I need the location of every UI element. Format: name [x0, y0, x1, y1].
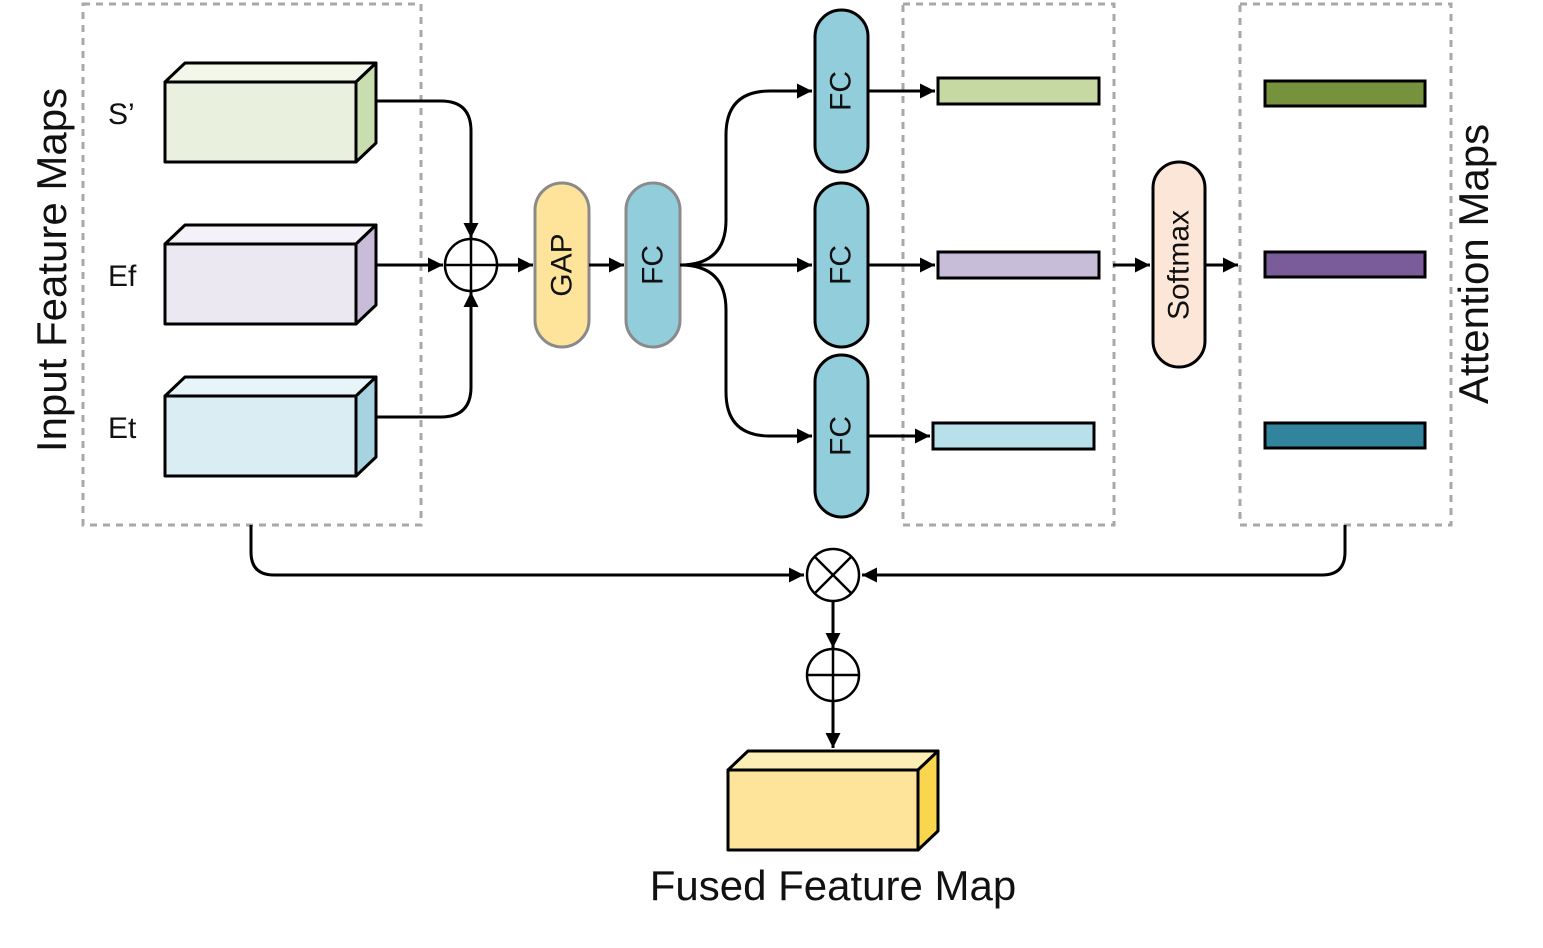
- edge-fc-to-branch-3: [679, 263, 812, 444]
- product-operator: [805, 547, 861, 603]
- fused-feature-map-label: Fused Feature Map: [650, 862, 1017, 909]
- cube-top: [163, 223, 378, 246]
- cube-front: [726, 768, 920, 852]
- label-et: Et: [108, 412, 137, 445]
- edge-fc-to-branch-1: [679, 83, 812, 267]
- input-cube-s-prime: [163, 61, 378, 164]
- input-cube-et: [163, 375, 378, 478]
- attention-maps-title: Attention Maps: [1450, 124, 1497, 404]
- branch-vector-2: [936, 250, 1101, 280]
- branch-vector-1: [936, 76, 1101, 106]
- input-feature-maps-title: Input Feature Maps: [28, 88, 75, 452]
- edge-s-to-sum: [376, 99, 479, 238]
- softmax-label: Softmax: [1163, 210, 1196, 320]
- cube-top: [163, 375, 378, 398]
- input-cube-ef: [163, 223, 378, 326]
- fc-shared-label: FC: [637, 245, 670, 285]
- edge-et-to-sum: [376, 292, 479, 419]
- cube-side: [354, 375, 378, 478]
- fc-branch-1-label: FC: [825, 71, 858, 111]
- cube-top: [163, 61, 378, 84]
- cube-side: [354, 61, 378, 164]
- attention-bar-2: [1263, 250, 1427, 279]
- fc-branch-3-label: FC: [825, 416, 858, 456]
- label-s-prime: S’: [108, 98, 135, 131]
- cube-side: [916, 749, 940, 852]
- attention-bar-1: [1263, 79, 1427, 108]
- cube-top: [726, 749, 940, 772]
- output-cube: [726, 749, 940, 852]
- edge-attention-to-product: [862, 525, 1347, 583]
- gap-label: GAP: [546, 233, 579, 296]
- residual-sum-operator: [805, 647, 861, 703]
- fc-branch-2-label: FC: [825, 245, 858, 285]
- cube-front: [163, 394, 358, 478]
- label-ef: Ef: [108, 260, 137, 293]
- edge-inputs-to-product: [249, 525, 804, 583]
- cube-front: [163, 242, 358, 326]
- sum-operator: [443, 237, 499, 293]
- attention-bar-3: [1263, 421, 1427, 450]
- cube-front: [163, 80, 358, 164]
- cube-side: [354, 223, 378, 326]
- branch-vector-3: [931, 421, 1096, 451]
